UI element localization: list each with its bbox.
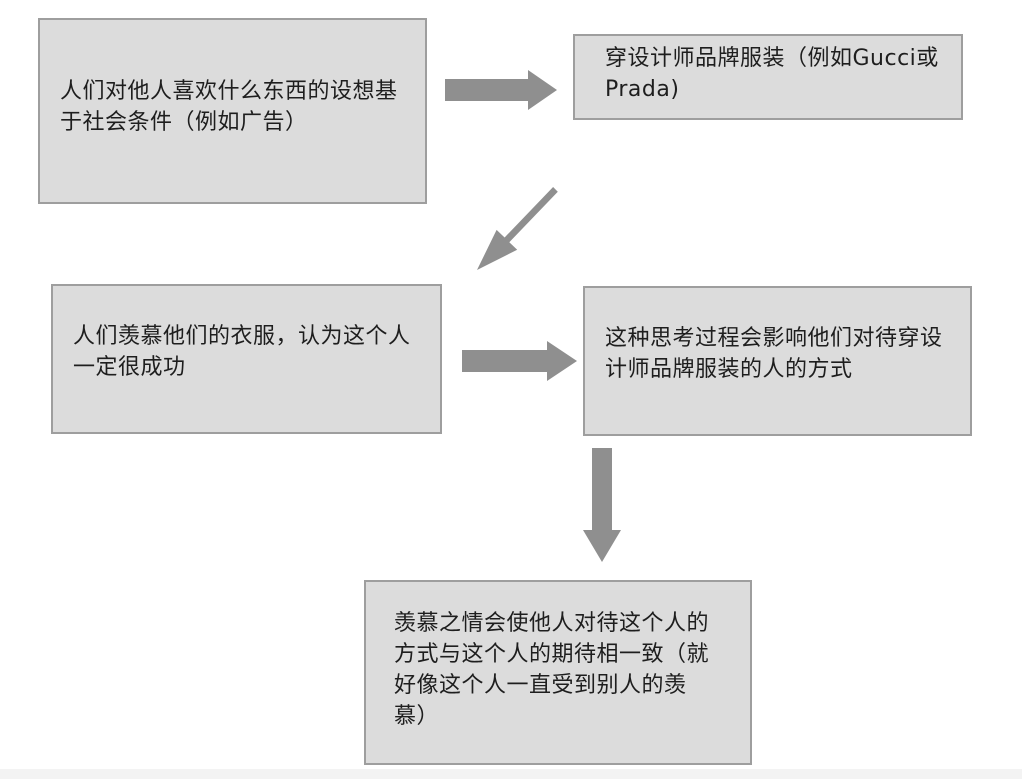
node-envy-consistent-text: 羡慕之情会使他人对待这个人的方式与这个人的期待相一致（就好像这个人一直受到别人的…	[394, 610, 710, 729]
node-envy-success-text: 人们羡慕他们的衣服，认为这个人一定很成功	[73, 324, 411, 380]
node-envy-consistent: 羡慕之情会使他人对待这个人的方式与这个人的期待相一致（就好像这个人一直受到别人的…	[364, 580, 752, 765]
node-assumption-text: 人们对他人喜欢什么东西的设想基于社会条件（例如广告）	[60, 79, 398, 135]
arrow-thinking-process-to-envy-consistent	[583, 448, 621, 562]
node-assumption: 人们对他人喜欢什么东西的设想基于社会条件（例如广告）	[38, 18, 427, 204]
node-thinking-process-text: 这种思考过程会影响他们对待穿设计师品牌服装的人的方式	[605, 326, 943, 382]
node-thinking-process: 这种思考过程会影响他们对待穿设计师品牌服装的人的方式	[583, 286, 972, 436]
bottom-strip	[0, 769, 1022, 779]
node-designer-clothing: 穿设计师品牌服装（例如Gucci或Prada)	[573, 34, 963, 120]
arrow-assumption-to-designer-clothing	[445, 70, 557, 110]
node-envy-success: 人们羡慕他们的衣服，认为这个人一定很成功	[51, 284, 442, 434]
arrow-designer-clothing-to-envy-success	[477, 187, 558, 270]
arrow-envy-success-to-thinking-process	[462, 341, 577, 381]
node-designer-clothing-text: 穿设计师品牌服装（例如Gucci或Prada)	[605, 46, 939, 102]
